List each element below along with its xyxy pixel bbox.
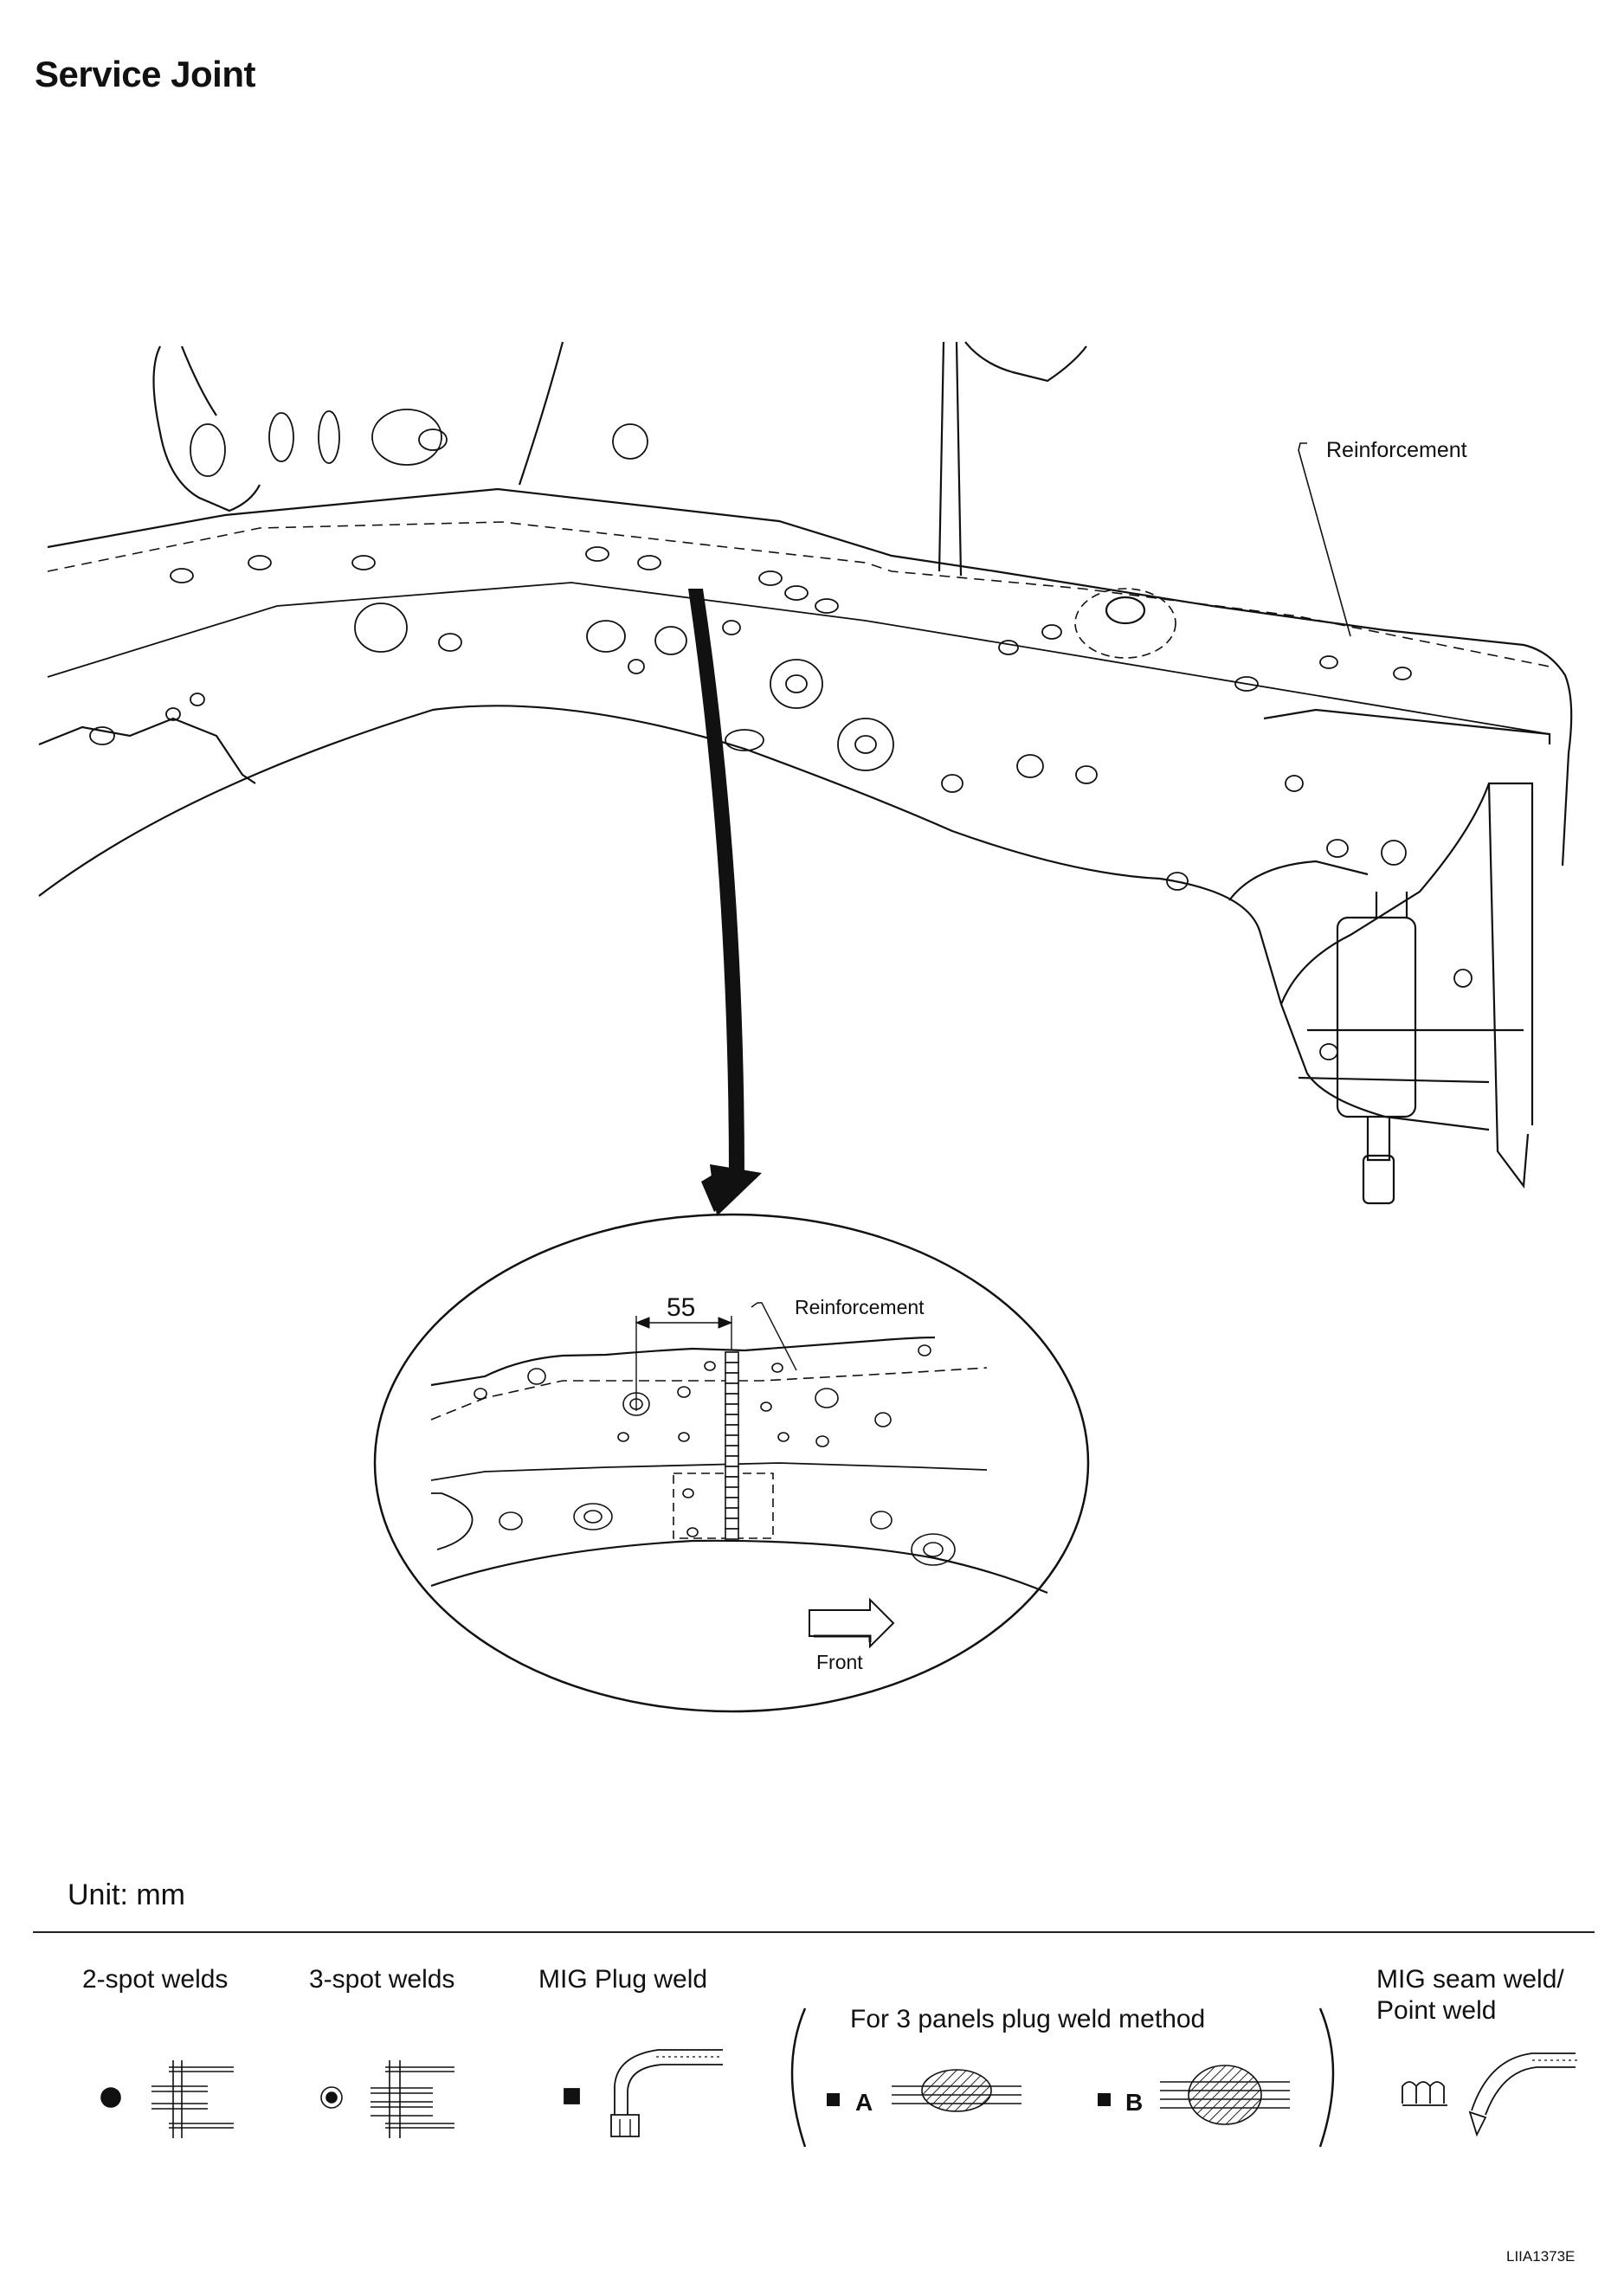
weld-legend: 2-spot welds 3-spot welds MIG Plug weld … xyxy=(82,1965,1577,2148)
reinforcement-leader-main xyxy=(1298,442,1351,637)
legend-mig-seam-label-1: MIG seam weld/ xyxy=(1376,1965,1564,1994)
dimension-label: 55 xyxy=(667,1293,695,1322)
legend-3spot-label: 3-spot welds xyxy=(309,1965,454,1994)
mig-seam-weld-icon xyxy=(1402,2052,1577,2137)
method-a-marker-icon xyxy=(827,2093,840,2106)
reinforcement-label-detail: Reinforcement xyxy=(795,1296,925,1318)
legend-3panel-label: For 3 panels plug weld method xyxy=(850,2005,1205,2033)
detail-arrow xyxy=(688,589,762,1216)
detail-view xyxy=(373,1213,1090,1713)
page-title: Service Joint xyxy=(35,54,255,94)
legend-mig-plug-label: MIG Plug weld xyxy=(538,1965,707,1994)
method-b-marker-icon xyxy=(1098,2093,1111,2106)
legend-2spot-label: 2-spot welds xyxy=(82,1965,228,1994)
method-a-label: A xyxy=(855,2089,873,2116)
weld-seam xyxy=(725,1351,739,1540)
front-label: Front xyxy=(816,1651,863,1673)
unit-label: Unit: mm xyxy=(68,1878,185,1911)
legend-divider xyxy=(33,1931,1595,1933)
figure-code: LIIA1373E xyxy=(1506,2248,1576,2265)
legend-mig-seam-label-2: Point weld xyxy=(1376,1996,1496,2025)
reinforcement-label-main: Reinforcement xyxy=(1326,438,1467,462)
mig-plug-weld-icon xyxy=(564,2049,723,2137)
legend-bracket-left xyxy=(790,2007,807,2148)
method-b-label: B xyxy=(1125,2089,1143,2116)
side-member-illustration xyxy=(38,341,1573,1205)
method-a-icon xyxy=(892,2069,1021,2112)
detail-holes xyxy=(474,1344,956,1566)
legend-bracket-right xyxy=(1318,2007,1335,2148)
front-arrow-icon xyxy=(809,1597,895,1649)
method-b-icon xyxy=(1160,2065,1290,2125)
spot-weld-3-icon xyxy=(320,2060,454,2138)
spot-weld-2-icon xyxy=(100,2060,234,2138)
member-holes xyxy=(89,409,1473,1060)
